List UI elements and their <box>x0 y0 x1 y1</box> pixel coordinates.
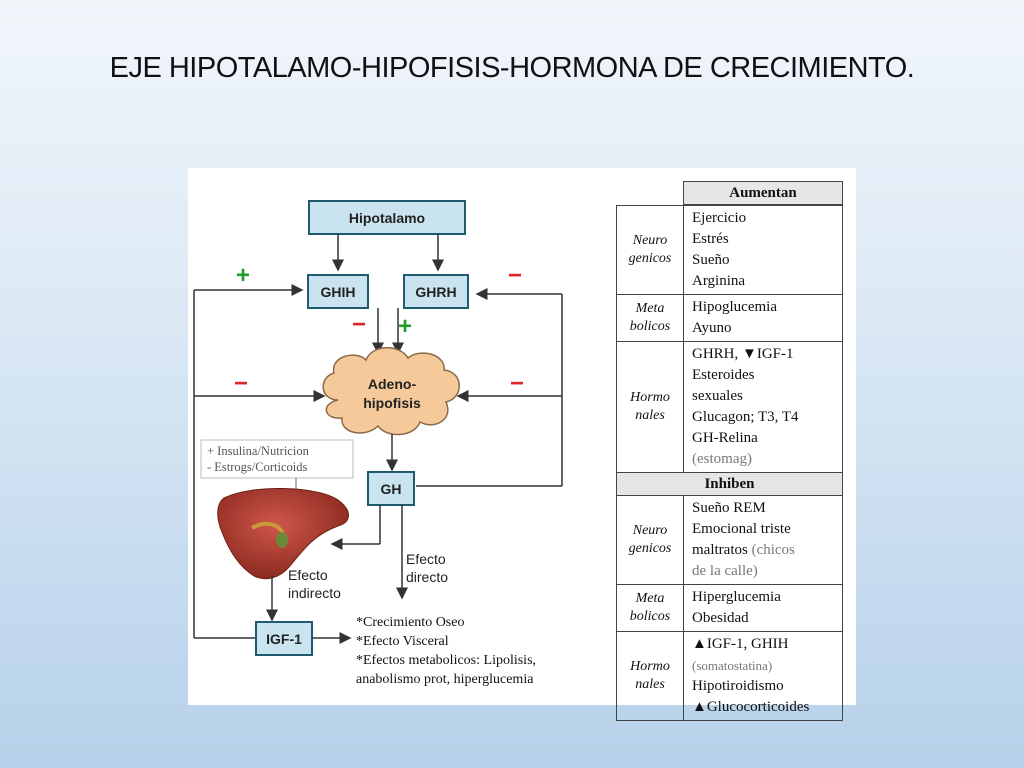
adeno-label-1: Adeno- <box>368 376 417 392</box>
items-cell: Ejercicio Estrés Sueño Arginina <box>684 206 842 294</box>
category-cell: Meta bolicos <box>617 585 684 631</box>
aumentan-row-metabolicos: Meta bolicos Hipoglucemia Ayuno <box>616 295 843 342</box>
note-line-2: - Estrogs/Corticoids <box>207 460 307 474</box>
figure-panel: Hipotalamo GHIH GHRH + − − + − − <box>188 168 856 721</box>
liver-image <box>217 488 349 580</box>
efecto-directo-2: directo <box>406 569 448 585</box>
list-item-note: de la calle) <box>692 563 758 579</box>
hipotalamo-box <box>308 200 466 235</box>
list-item: Obesidad <box>692 610 749 626</box>
list-item: Glucagon; T3, T4 <box>692 409 799 425</box>
adeno-label-2: hipofisis <box>363 395 421 411</box>
list-item: Hipotiroidismo <box>692 678 784 694</box>
inhiben-header: Inhiben <box>616 473 843 496</box>
category-label: nales <box>635 408 665 423</box>
efecto-directo-1: Efecto <box>406 551 446 567</box>
aumentan-header: Aumentan <box>683 181 843 205</box>
category-label: Hormo <box>630 659 670 674</box>
list-item: ▲Glucocorticoides <box>692 699 810 715</box>
ghih-box <box>307 274 369 309</box>
ghrh-label: GHRH <box>415 284 456 300</box>
list-item-note: (chicos <box>751 542 795 558</box>
list-item: GH-Relina <box>692 430 758 446</box>
effect-line-4: anabolismo prot, hiperglucemia <box>356 672 534 687</box>
igf1-label: IGF-1 <box>266 631 302 647</box>
hipotalamo-label: Hipotalamo <box>349 210 425 226</box>
right-minus-sign: − <box>510 370 524 397</box>
category-cell: Hormo nales <box>617 342 684 472</box>
inhiben-row-metabolicos: Meta bolicos Hiperglucemia Obesidad <box>616 585 843 632</box>
efecto-indirecto-2: indirecto <box>288 585 341 601</box>
effect-line-3: *Efectos metabolicos: Lipolisis, <box>356 653 536 668</box>
effect-line-2: *Efecto Visceral <box>356 634 449 649</box>
axis-diagram: Hipotalamo GHIH GHRH + − − + − − <box>193 200 563 687</box>
list-item: sexuales <box>692 388 743 404</box>
category-cell: Neuro genicos <box>617 206 684 294</box>
aumentan-row-hormonales: Hormo nales GHRH, ▼IGF-1 Esteroides sexu… <box>616 342 843 473</box>
adenohipofisis-cloud: Adeno- hipofisis <box>322 347 460 436</box>
category-label: Meta <box>635 301 665 316</box>
list-item: Estrés <box>692 231 729 247</box>
list-item: Arginina <box>692 273 746 289</box>
regulation-table: Aumentan Neuro genicos Ejercicio Estrés … <box>616 181 843 721</box>
gh-label: GH <box>381 481 402 497</box>
igf1-box <box>255 621 313 656</box>
effect-line-1: *Crecimiento Oseo <box>356 615 464 630</box>
ghrh-minus-sign: − <box>508 262 522 289</box>
list-item: Ejercicio <box>692 210 747 226</box>
ghrh-box <box>403 274 469 309</box>
list-item: Sueño REM <box>692 500 766 516</box>
inhiben-row-hormonales: Hormo nales ▲IGF-1, GHIH (somatostatina)… <box>616 632 843 721</box>
list-item-note: (estomag) <box>692 451 752 467</box>
category-label: nales <box>635 677 665 692</box>
list-item: Esteroides <box>692 367 755 383</box>
left-minus-sign: − <box>234 370 248 397</box>
efecto-indirecto-1: Efecto <box>288 567 328 583</box>
category-label: bolicos <box>629 319 671 334</box>
items-cell: ▲IGF-1, GHIH (somatostatina) Hipotiroidi… <box>684 632 842 720</box>
category-label: Hormo <box>630 390 670 405</box>
ghrh-plus-sign: + <box>398 313 412 340</box>
inhiben-row-neurogenicos: Neuro genicos Sueño REM Emocional triste… <box>616 496 843 585</box>
ghih-label: GHIH <box>321 284 356 300</box>
ghih-plus-sign: + <box>236 262 250 289</box>
category-label: Meta <box>635 591 665 606</box>
items-cell: Hiperglucemia Obesidad <box>684 585 842 631</box>
note-line-1: + Insulina/Nutricion <box>207 444 310 458</box>
items-cell: GHRH, ▼IGF-1 Esteroides sexuales Glucago… <box>684 342 842 472</box>
list-item-text: maltratos <box>692 542 752 558</box>
list-item: Ayuno <box>692 320 732 336</box>
insulina-note-box <box>200 439 354 479</box>
list-item: ▲IGF-1, GHIH <box>692 636 789 652</box>
category-label: genicos <box>628 251 672 266</box>
list-item: GHRH, ▼IGF-1 <box>692 346 794 362</box>
category-label: bolicos <box>629 609 671 624</box>
aumentan-row-neurogenicos: Neuro genicos Ejercicio Estrés Sueño Arg… <box>616 205 843 295</box>
slide-title: EJE HIPOTALAMO-HIPOFISIS-HORMONA DE CREC… <box>109 52 915 84</box>
items-cell: Hipoglucemia Ayuno <box>684 295 842 341</box>
list-item-note: (somatostatina) <box>692 658 773 673</box>
list-item: Hipoglucemia <box>692 299 777 315</box>
ghih-minus-sign: − <box>352 311 366 338</box>
list-item: Hiperglucemia <box>692 589 781 605</box>
category-label: genicos <box>628 541 672 556</box>
category-cell: Meta bolicos <box>617 295 684 341</box>
items-cell: Sueño REM Emocional triste maltratos (ch… <box>684 496 842 584</box>
gh-box <box>367 471 415 506</box>
category-cell: Neuro genicos <box>617 496 684 584</box>
category-label: Neuro <box>632 233 668 248</box>
list-item: maltratos (chicos <box>692 540 838 561</box>
category-label: Neuro <box>632 523 668 538</box>
list-item: Sueño <box>692 252 730 268</box>
category-cell: Hormo nales <box>617 632 684 720</box>
list-item: Emocional triste <box>692 521 791 537</box>
